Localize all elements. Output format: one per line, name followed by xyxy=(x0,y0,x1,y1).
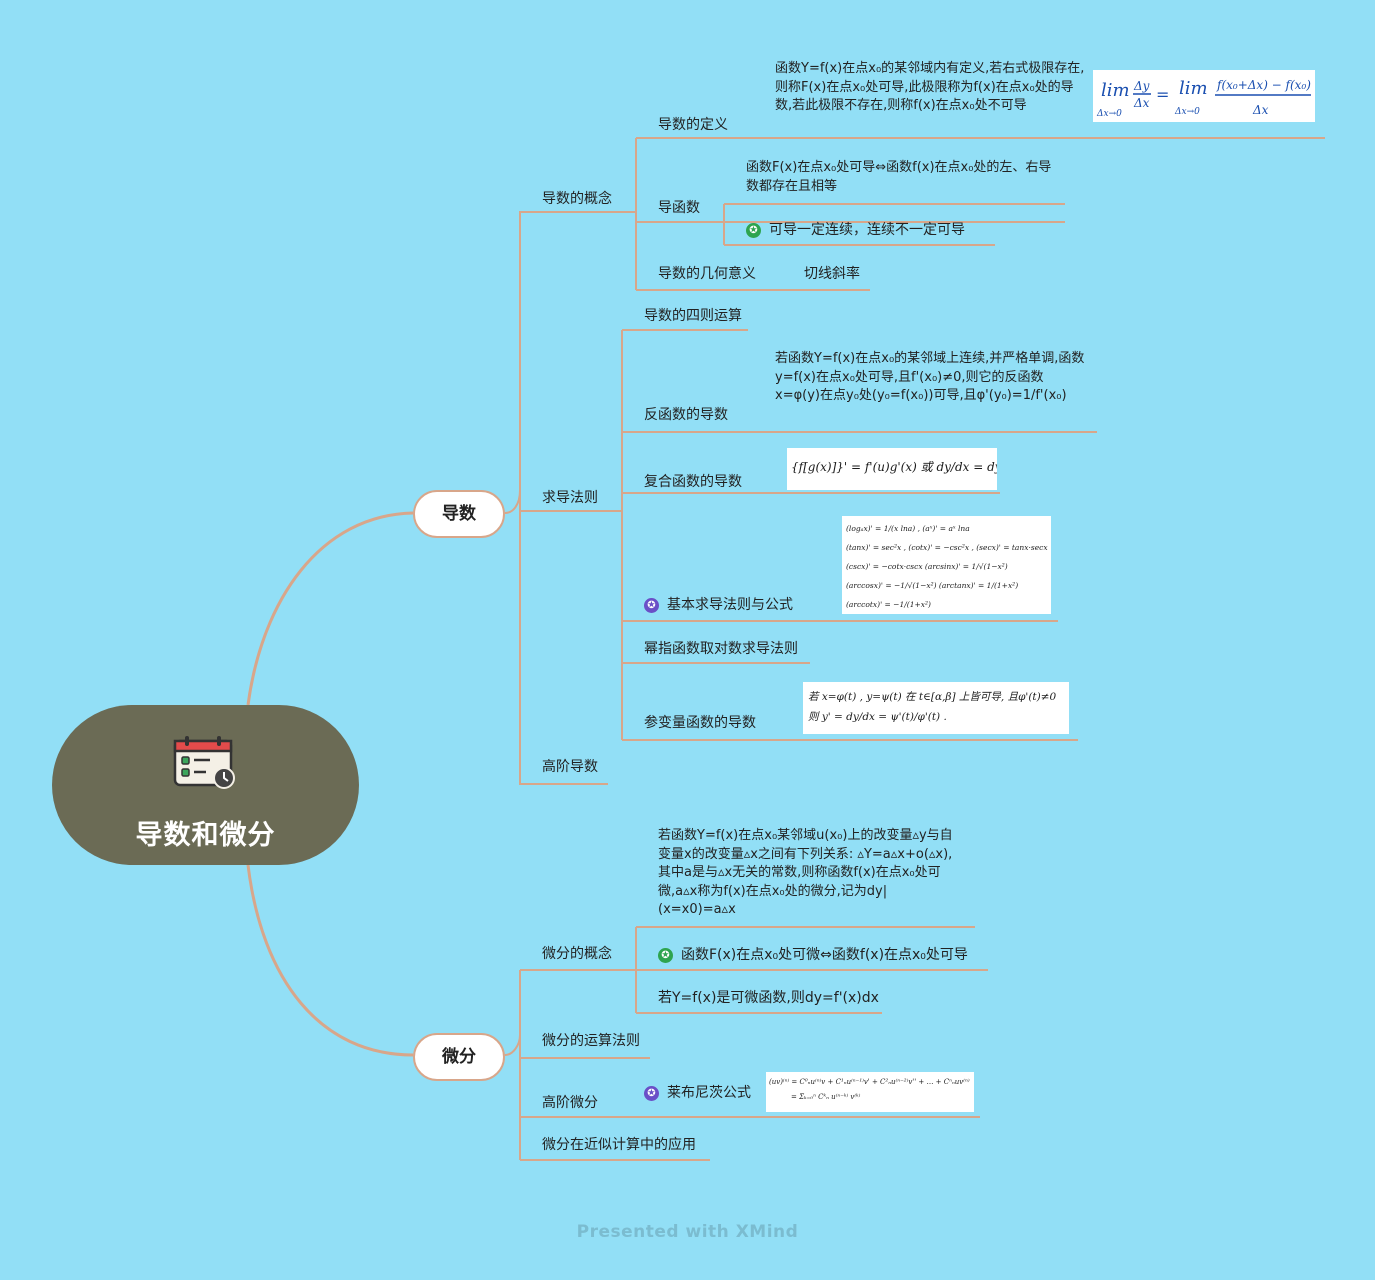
composite-formula-image: {f[g(x)]}' = f'(u)g'(x) 或 dy/dx = dy/du … xyxy=(787,448,997,490)
leibniz-formula-image: (uv)⁽ⁿ⁾ = C⁰ₙu⁽ⁿ⁾v + C¹ₙu⁽ⁿ⁻¹⁾v' + C²ₙu⁽… xyxy=(766,1072,974,1112)
topic-derivative-function[interactable]: 导函数 xyxy=(658,200,700,216)
composite-formula: {f[g(x)]}' = f'(u)g'(x) 或 dy/dx = dy/du … xyxy=(791,460,997,474)
leibniz-formula-line: = Σₖ₌₀ⁿ Cᵏₙ u⁽ⁿ⁻ᵏ⁾ v⁽ᵏ⁾ xyxy=(791,1093,861,1101)
basic-formula-line: (tanx)' = sec²x , (cotx)' = −csc²x , (se… xyxy=(846,543,1048,552)
svg-text:Δx→0: Δx→0 xyxy=(1174,107,1200,117)
differentiable-equivalence[interactable]: ✪ 函数F(x)在点x₀处可微⇔函数f(x)在点x₀处可导 xyxy=(658,946,968,965)
branch-derivative[interactable]: 导数 xyxy=(413,490,505,538)
basic-formulas-image: (logₐx)' = 1/(x lna) , (aˣ)' = aˣ lna (t… xyxy=(842,516,1051,614)
differential-dy-formula[interactable]: 若Y=f(x)是可微函数,则dy=f'(x)dx xyxy=(658,990,879,1006)
purple-star-icon: ✪ xyxy=(644,598,659,613)
svg-text:=: = xyxy=(1156,85,1169,104)
svg-text:Δx: Δx xyxy=(1133,96,1150,110)
svg-text:f(x₀+Δx) − f(x₀): f(x₀+Δx) − f(x₀) xyxy=(1216,78,1311,92)
definition-text: 函数Y=f(x)在点x₀的某邻域内有定义,若右式极限存在,则称F(x)在点x₀处… xyxy=(775,61,1085,113)
topic-leibniz[interactable]: ✪ 莱布尼茨公式 xyxy=(644,1084,751,1103)
svg-text:Δx→0: Δx→0 xyxy=(1096,109,1122,119)
green-star-icon: ✪ xyxy=(658,948,673,963)
inverse-derivative-text: 若函数Y=f(x)在点x₀的某邻域上连续,并严格单调,函数y=f(x)在点x₀处… xyxy=(775,351,1085,403)
svg-text:Δy: Δy xyxy=(1133,79,1150,93)
parametric-formula-line: 则 y' = dy/dx = ψ'(t)/φ'(t) . xyxy=(808,711,947,723)
topic-arithmetic-rules[interactable]: 导数的四则运算 xyxy=(644,308,742,324)
topic-parametric-derivative[interactable]: 参变量函数的导数 xyxy=(644,715,756,731)
topic-differential-concept[interactable]: 微分的概念 xyxy=(542,946,612,962)
basic-formulas-label: 基本求导法则与公式 xyxy=(667,597,793,613)
root-title: 导数和微分 xyxy=(135,820,276,851)
differential-concept-text: 若函数Y=f(x)在点x₀某邻域u(x₀)上的改变量▵y与自变量x的改变量▵x之… xyxy=(658,828,953,917)
topic-derivative-definition[interactable]: 导数的定义 xyxy=(658,117,728,133)
calendar-checklist-clock-icon xyxy=(173,736,235,789)
branch-differential[interactable]: 微分 xyxy=(413,1033,505,1081)
topic-approximation[interactable]: 微分在近似计算中的应用 xyxy=(542,1137,696,1153)
topic-inverse-derivative[interactable]: 反函数的导数 xyxy=(644,407,728,423)
svg-text:Δx: Δx xyxy=(1252,103,1269,117)
topic-derivative-rules[interactable]: 求导法则 xyxy=(542,490,598,506)
root-topic[interactable]: 导数和微分 xyxy=(52,705,359,865)
topic-higher-differential[interactable]: 高阶微分 xyxy=(542,1095,598,1111)
topic-derivative-concept[interactable]: 导数的概念 xyxy=(542,191,612,207)
topic-geometric-meaning[interactable]: 导数的几何意义 xyxy=(658,266,756,282)
purple-star-icon: ✪ xyxy=(644,1086,659,1101)
basic-formula-line: (cscx)' = −cotx·cscx (arcsinx)' = 1/√(1−… xyxy=(846,562,1008,571)
definition-formula-image: lim Δx→0 Δy Δx = lim Δx→0 f(x₀+Δx) − f(x… xyxy=(1093,70,1315,122)
topic-higher-derivative[interactable]: 高阶导数 xyxy=(542,759,598,775)
basic-formula-line: (logₐx)' = 1/(x lna) , (aˣ)' = aˣ lna xyxy=(846,524,970,533)
topic-differential-rules[interactable]: 微分的运算法则 xyxy=(542,1033,640,1049)
topic-power-exponential[interactable]: 幂指函数取对数求导法则 xyxy=(644,641,798,657)
parametric-formula-image: 若 x=φ(t) , y=ψ(t) 在 t∈[α,β] 上皆可导, 且φ'(t)… xyxy=(803,682,1069,734)
footer-credit: Presented with XMind xyxy=(576,1222,799,1242)
topic-composite-derivative[interactable]: 复合函数的导数 xyxy=(644,474,742,490)
parametric-formula-line: 若 x=φ(t) , y=ψ(t) 在 t∈[α,β] 上皆可导, 且φ'(t)… xyxy=(808,691,1057,703)
derivative-function-text: 函数F(x)在点x₀处可导⇔函数f(x)在点x₀处的左、右导数都存在且相等 xyxy=(746,160,1052,194)
basic-formula-line: (arccotx)' = −1/(1+x²) xyxy=(846,600,931,609)
green-star-icon: ✪ xyxy=(746,223,761,238)
continuity-note-text: 可导一定连续，连续不一定可导 xyxy=(769,222,965,238)
continuity-note[interactable]: ✪ 可导一定连续，连续不一定可导 xyxy=(746,221,965,240)
svg-text:lim: lim xyxy=(1179,78,1208,99)
geometric-meaning-value: 切线斜率 xyxy=(804,266,860,282)
topic-basic-formulas[interactable]: ✪ 基本求导法则与公式 xyxy=(644,596,793,615)
basic-formula-line: (arccosx)' = −1/√(1−x²) (arctanx)' = 1/(… xyxy=(846,581,1019,590)
svg-text:lim: lim xyxy=(1101,80,1130,101)
differentiable-equivalence-text: 函数F(x)在点x₀处可微⇔函数f(x)在点x₀处可导 xyxy=(681,947,968,963)
leibniz-formula-line: (uv)⁽ⁿ⁾ = C⁰ₙu⁽ⁿ⁾v + C¹ₙu⁽ⁿ⁻¹⁾v' + C²ₙu⁽… xyxy=(769,1078,970,1086)
leibniz-label: 莱布尼茨公式 xyxy=(667,1085,751,1101)
